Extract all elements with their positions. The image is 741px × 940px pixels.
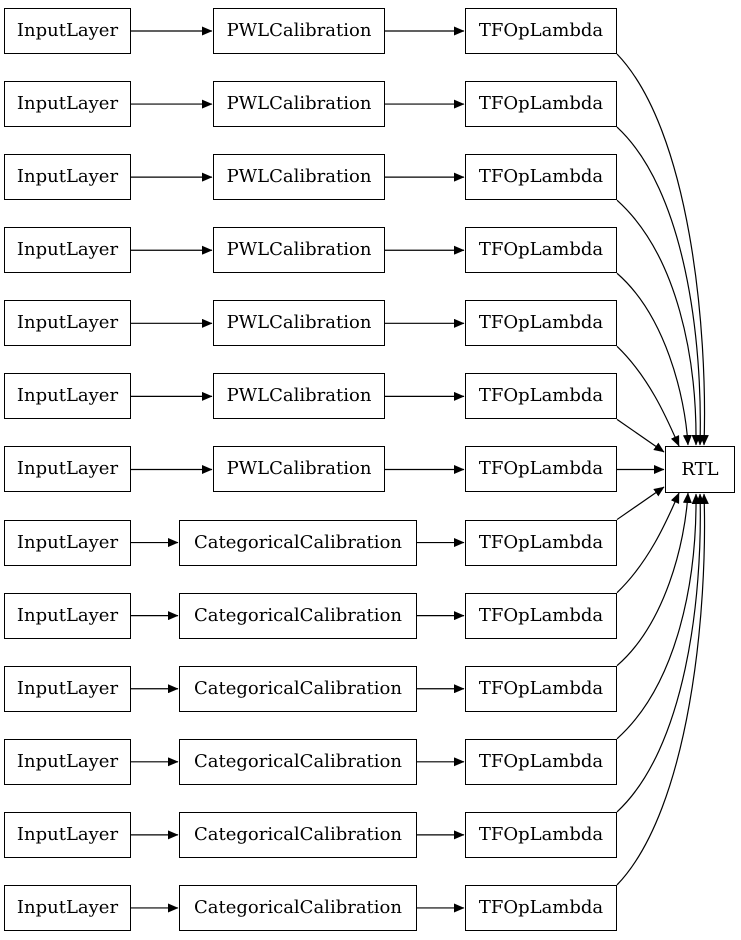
- rtl-node: RTL: [665, 446, 735, 493]
- calibration-node: PWLCalibration: [213, 300, 385, 347]
- input-layer-node: InputLayer: [4, 738, 131, 785]
- input-layer-node: InputLayer: [4, 8, 131, 54]
- calibration-node: PWLCalibration: [213, 154, 385, 201]
- calibration-node: CategoricalCalibration: [179, 884, 417, 931]
- tfop-lambda-node: TFOpLambda: [465, 811, 617, 858]
- calibration-node: PWLCalibration: [213, 373, 385, 420]
- tfop-lambda-node: TFOpLambda: [465, 373, 617, 420]
- input-layer-node: InputLayer: [4, 519, 131, 566]
- input-layer-node: InputLayer: [4, 81, 131, 128]
- tfop-lambda-node: TFOpLambda: [465, 592, 617, 639]
- calibration-node: PWLCalibration: [213, 8, 385, 54]
- input-layer-node: InputLayer: [4, 884, 131, 931]
- calibration-node: CategoricalCalibration: [179, 592, 417, 639]
- calibration-node: PWLCalibration: [213, 81, 385, 128]
- tfop-lambda-node: TFOpLambda: [465, 665, 617, 712]
- tfop-lambda-node: TFOpLambda: [465, 154, 617, 201]
- tfop-lambda-node: TFOpLambda: [465, 446, 617, 493]
- input-layer-node: InputLayer: [4, 665, 131, 712]
- input-layer-node: InputLayer: [4, 811, 131, 858]
- input-layer-node: InputLayer: [4, 154, 131, 201]
- calibration-node: CategoricalCalibration: [179, 665, 417, 712]
- tfop-lambda-node: TFOpLambda: [465, 8, 617, 54]
- input-layer-node: InputLayer: [4, 446, 131, 493]
- input-layer-node: InputLayer: [4, 592, 131, 639]
- input-layer-node: InputLayer: [4, 373, 131, 420]
- calibration-node: CategoricalCalibration: [179, 519, 417, 566]
- calibration-node: PWLCalibration: [213, 227, 385, 274]
- tfop-lambda-node: TFOpLambda: [465, 81, 617, 128]
- tfop-lambda-node: TFOpLambda: [465, 227, 617, 274]
- tfop-lambda-node: TFOpLambda: [465, 519, 617, 566]
- input-layer-node: InputLayer: [4, 300, 131, 347]
- calibration-node: CategoricalCalibration: [179, 811, 417, 858]
- tfop-lambda-node: TFOpLambda: [465, 884, 617, 931]
- tfop-lambda-node: TFOpLambda: [465, 300, 617, 347]
- calibration-node: PWLCalibration: [213, 446, 385, 493]
- input-layer-node: InputLayer: [4, 227, 131, 274]
- tfop-lambda-node: TFOpLambda: [465, 738, 617, 785]
- calibration-node: CategoricalCalibration: [179, 738, 417, 785]
